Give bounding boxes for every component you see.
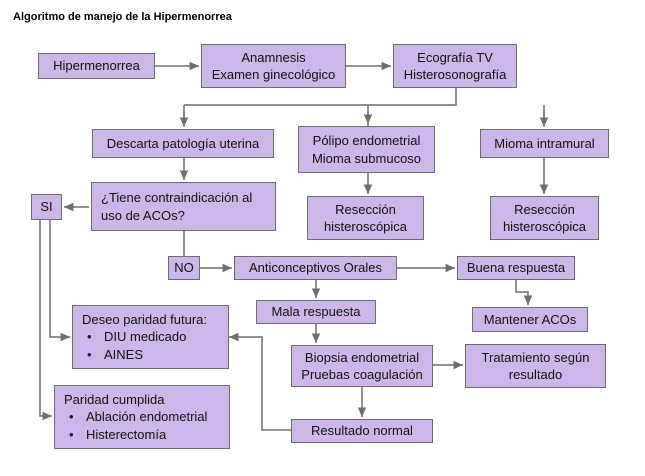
node-tratamiento: Tratamiento según resultado: [465, 344, 606, 388]
node-contraindicacion: ¿Tiene contraindicación al uso de ACOs?: [91, 182, 276, 231]
node-ecografia: Ecografía TV Histerosonografía: [393, 44, 517, 88]
edge-ecografia-branches: [183, 88, 545, 126]
node-deseo-paridad-heading: Deseo paridad futura:: [82, 312, 208, 328]
node-ecografia-line-1: Ecografía TV: [417, 49, 493, 65]
node-tratamiento-line-2: resultado: [508, 367, 563, 382]
node-descarta: Descarta patología uterina: [92, 129, 274, 158]
node-polipo-line-2: Mioma submucoso: [311, 150, 422, 166]
node-anticonceptivos-label: Anticonceptivos Orales: [249, 260, 382, 276]
node-reseccion-2: Resección histeroscópica: [490, 196, 599, 240]
node-resultado-normal: Resultado normal: [291, 419, 433, 443]
node-deseo-paridad: Deseo paridad futura: DIU medicado AINES: [72, 305, 229, 369]
node-paridad-cumplida-heading: Paridad cumplida: [64, 392, 165, 408]
node-biopsia-line-2: Pruebas coagulación: [301, 367, 423, 382]
node-hipermenorrea-label: Hipermenorrea: [53, 58, 140, 74]
edge-si-deseo: [49, 220, 70, 342]
node-reseccion-2-line-1: Resección: [514, 201, 575, 217]
node-mala-respuesta: Mala respuesta: [256, 300, 376, 324]
node-mantener-acos: Mantener ACOs: [472, 307, 588, 332]
diagram-title: Algoritmo de manejo de la Hipermenorrea: [13, 11, 232, 23]
edge-si-paridad: [39, 220, 52, 421]
node-mioma-intramural: Mioma intramural: [480, 129, 609, 158]
node-si: SI: [31, 194, 62, 220]
node-anticonceptivos: Anticonceptivos Orales: [234, 256, 397, 280]
node-hipermenorrea: Hipermenorrea: [38, 53, 155, 79]
node-resultado-normal-label: Resultado normal: [311, 423, 413, 439]
node-reseccion-1-line-2: histeroscópica: [323, 219, 408, 234]
node-reseccion-1: Resección histeroscópica: [307, 196, 424, 240]
node-ecografia-line-2: Histerosonografía: [403, 67, 507, 82]
node-no: NO: [168, 256, 200, 280]
node-anamnesis-line-1: Anamnesis: [241, 49, 306, 65]
node-mantener-acos-label: Mantener ACOs: [483, 311, 577, 327]
node-no-label: NO: [174, 260, 194, 276]
node-buena-respuesta-label: Buena respuesta: [466, 260, 566, 276]
node-si-label: SI: [40, 199, 53, 215]
node-tratamiento-line-1: Tratamiento según: [481, 349, 590, 365]
node-mala-respuesta-label: Mala respuesta: [271, 304, 361, 320]
node-biopsia-line-1: Biopsia endometrial: [304, 349, 420, 365]
node-reseccion-1-line-1: Resección: [335, 201, 396, 217]
node-paridad-cumplida-item: Ablación endometrial: [64, 408, 207, 425]
node-paridad-cumplida-list: Ablación endometrial Histerectomía: [64, 408, 207, 442]
node-anamnesis: Anamnesis Examen ginecológico: [201, 44, 346, 88]
node-descarta-label: Descarta patología uterina: [106, 135, 260, 151]
edge-resultado-deseo: [229, 332, 291, 431]
node-mioma-intramural-label: Mioma intramural: [494, 135, 595, 151]
node-buena-respuesta: Buena respuesta: [457, 256, 575, 280]
node-polipo-line-1: Pólipo endometrial: [312, 133, 421, 149]
node-deseo-paridad-list: DIU medicado AINES: [82, 328, 186, 362]
node-deseo-paridad-item: AINES: [82, 346, 186, 363]
node-contraindicacion-line-2: uso de ACOs?: [101, 207, 185, 223]
node-deseo-paridad-item: DIU medicado: [82, 328, 186, 345]
edge-buena-mantener: [515, 280, 533, 305]
node-anamnesis-line-2: Examen ginecológico: [211, 67, 336, 82]
node-contraindicacion-line-1: ¿Tiene contraindicación al: [101, 190, 253, 206]
node-biopsia: Biopsia endometrial Pruebas coagulación: [291, 345, 433, 387]
node-polipo: Pólipo endometrial Mioma submucoso: [298, 126, 435, 173]
node-reseccion-2-line-2: histeroscópica: [502, 219, 587, 234]
node-paridad-cumplida-item: Histerectomía: [64, 426, 207, 443]
node-paridad-cumplida: Paridad cumplida Ablación endometrial Hi…: [54, 385, 230, 449]
